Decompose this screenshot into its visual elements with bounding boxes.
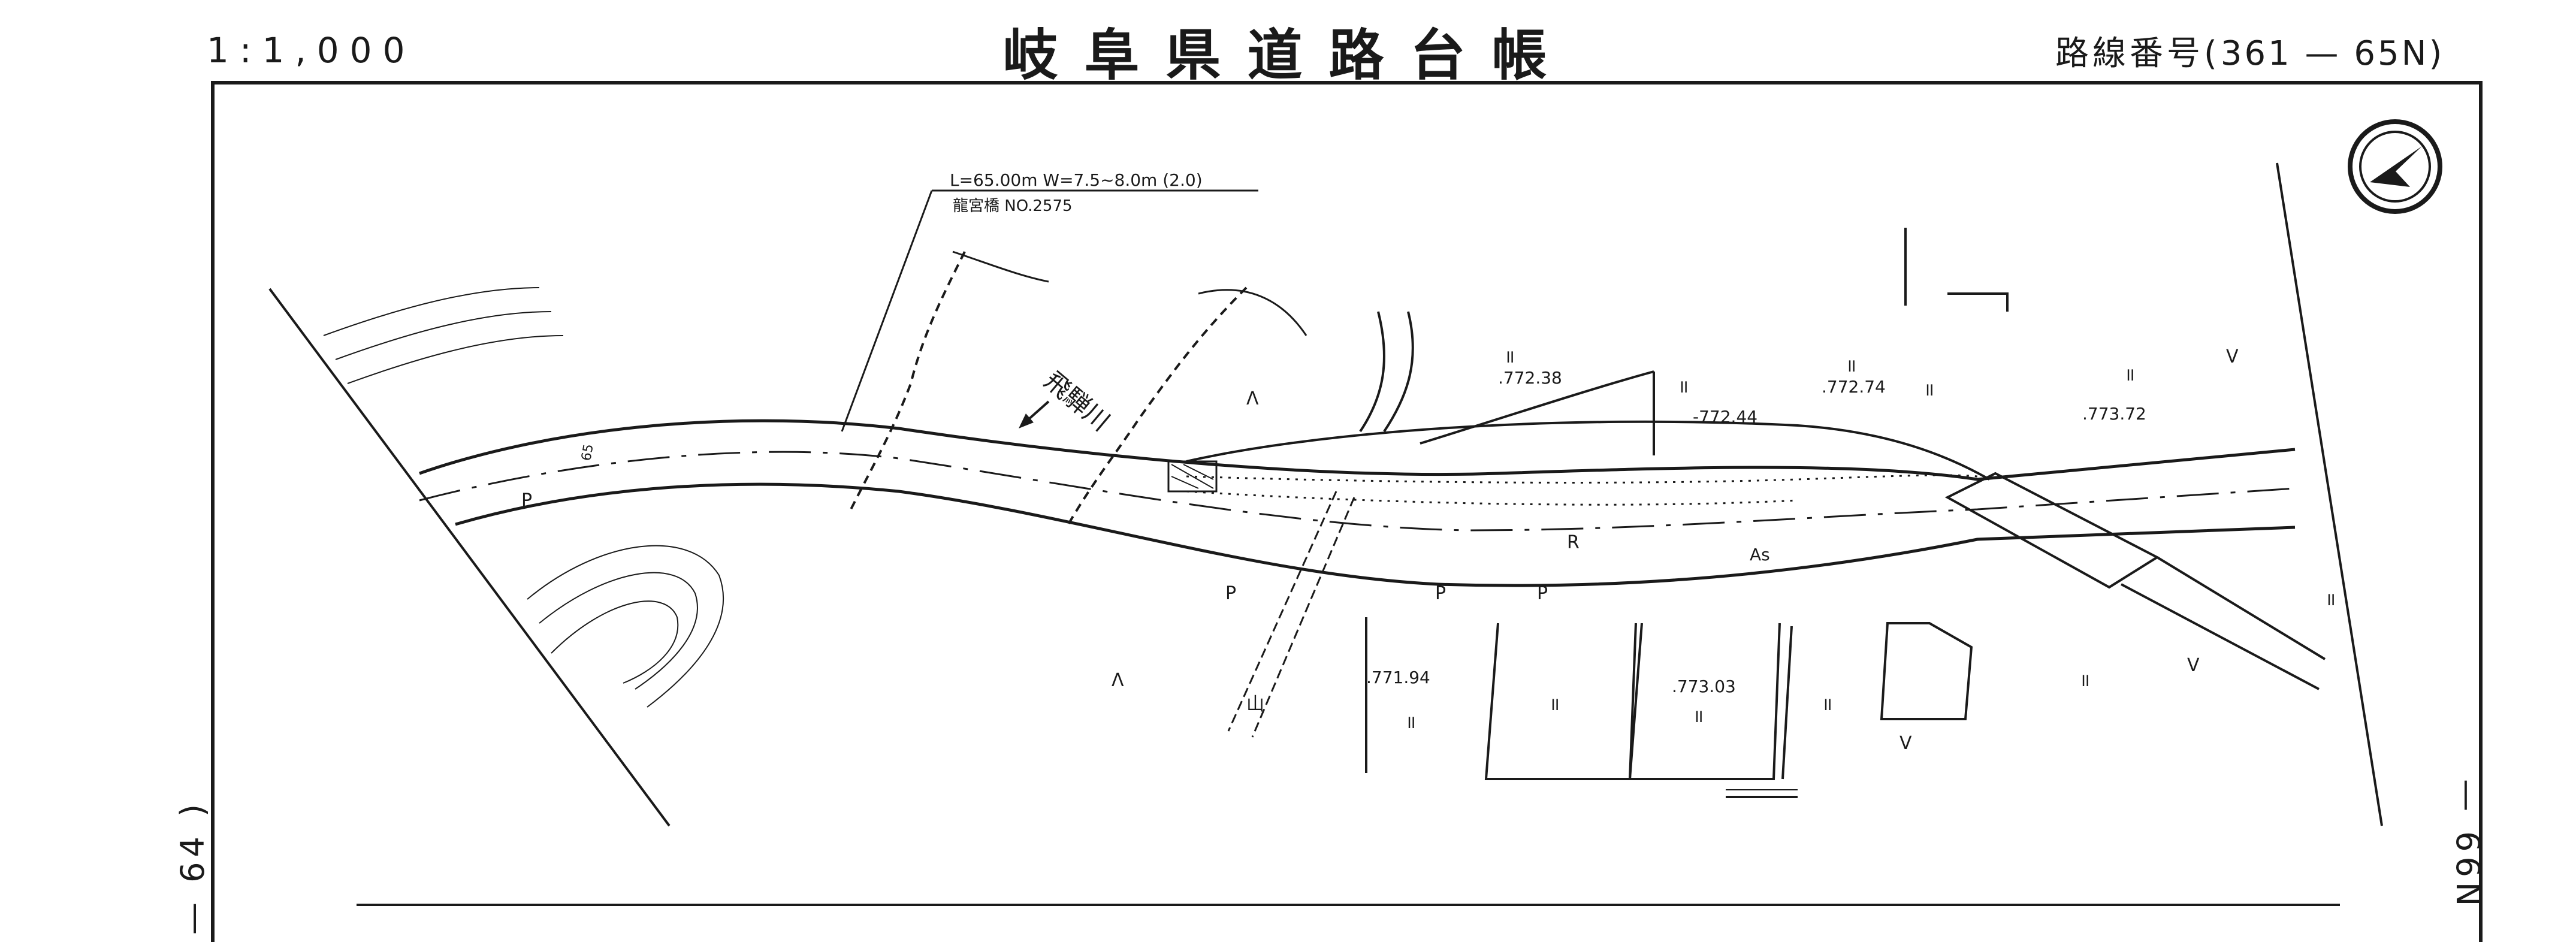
parking-label-south-3: P [1537, 583, 1548, 604]
road-centerline [419, 451, 2296, 532]
kilometer-post: 65 [579, 443, 596, 462]
map-edge-right [2276, 162, 2383, 826]
field-symbol-4: ॥ [1923, 379, 1934, 400]
map-edge-left [268, 288, 671, 827]
road-rail-north [1186, 474, 1978, 484]
field-symbol-1: ॥ [1504, 346, 1515, 367]
road-edge-north [419, 419, 2296, 481]
road-label-r: R [1567, 532, 1580, 553]
parking-label-south: P [1225, 583, 1236, 604]
side-road-north-2 [1383, 311, 1414, 433]
side-road-south [1227, 491, 1337, 732]
road-edge-south [455, 482, 2296, 587]
parcel-boundaries [1365, 228, 2009, 780]
elevation-6: .773.03 [1672, 677, 1736, 696]
field-symbol-6: ॥ [1405, 712, 1416, 733]
elevation-2: -772.44 [1693, 407, 1757, 427]
river-bank-west [850, 251, 966, 510]
east-branch-road-2 [2156, 556, 2326, 660]
elevation-3: .772.74 [1822, 377, 1886, 397]
route-number-value: 361 — 65N [2220, 34, 2429, 73]
north-arrow-icon [2348, 119, 2442, 214]
paddy-symbol-2: V [2187, 655, 2200, 676]
bridge-dimensions: L=65.00m W=7.5~8.0m (2.0) [950, 170, 1203, 190]
route-prefix: 路線番号( [2055, 34, 2221, 73]
map-frame [211, 81, 2483, 942]
pavement-label: As [1750, 545, 1770, 564]
forest-symbol-2: Λ [1112, 670, 1124, 691]
road-shoulder-north [1186, 420, 1990, 481]
paddy-symbol-1: V [2226, 346, 2239, 367]
side-road-south-2 [1251, 497, 1355, 738]
scale-label: 1:1,000 [207, 30, 416, 71]
route-number: 路線番号(361 — 65N) [2055, 26, 2445, 75]
road-rail-north-2 [1186, 490, 1798, 506]
mountain-symbol: 山 [1246, 694, 1264, 715]
parking-label-south-2: P [1435, 583, 1446, 604]
forest-symbol-1: Λ [1246, 388, 1259, 409]
elevation-1: .772.38 [1498, 368, 1562, 388]
field-symbol-11: ॥ [2325, 589, 2336, 610]
elevation-4: .773.72 [2082, 404, 2146, 424]
field-symbol-9: ॥ [1822, 694, 1832, 715]
field-symbol-10: ॥ [2079, 670, 2090, 691]
page-title: 岐阜県道路台帳 [1002, 23, 1574, 87]
bridge-name-number: 龍宮橋 NO.2575 [953, 197, 1073, 215]
forest-area-north [952, 250, 1307, 336]
route-suffix: ) [2429, 34, 2446, 73]
paddy-symbol-3: V [1899, 733, 1912, 754]
field-symbol-3: ॥ [1846, 355, 1856, 376]
side-road-north [1359, 311, 1385, 433]
field-symbol-7: ॥ [1549, 694, 1560, 715]
junction-east [1944, 472, 2160, 589]
elevation-5: .771.94 [1366, 668, 1430, 687]
field-symbol-5: ॥ [2124, 364, 2135, 385]
east-branch-road [2121, 583, 2320, 690]
contour-lines [323, 287, 724, 708]
bridge-leader-line [841, 190, 933, 432]
bridge-structure [1167, 460, 1218, 493]
parking-label-west: P [521, 490, 532, 511]
river-flow-arrowhead [1019, 413, 1034, 428]
river-name: 飛騨川 [1039, 366, 1116, 437]
field-symbol-8: ॥ [1693, 706, 1704, 727]
field-symbol-2: ॥ [1678, 376, 1689, 397]
